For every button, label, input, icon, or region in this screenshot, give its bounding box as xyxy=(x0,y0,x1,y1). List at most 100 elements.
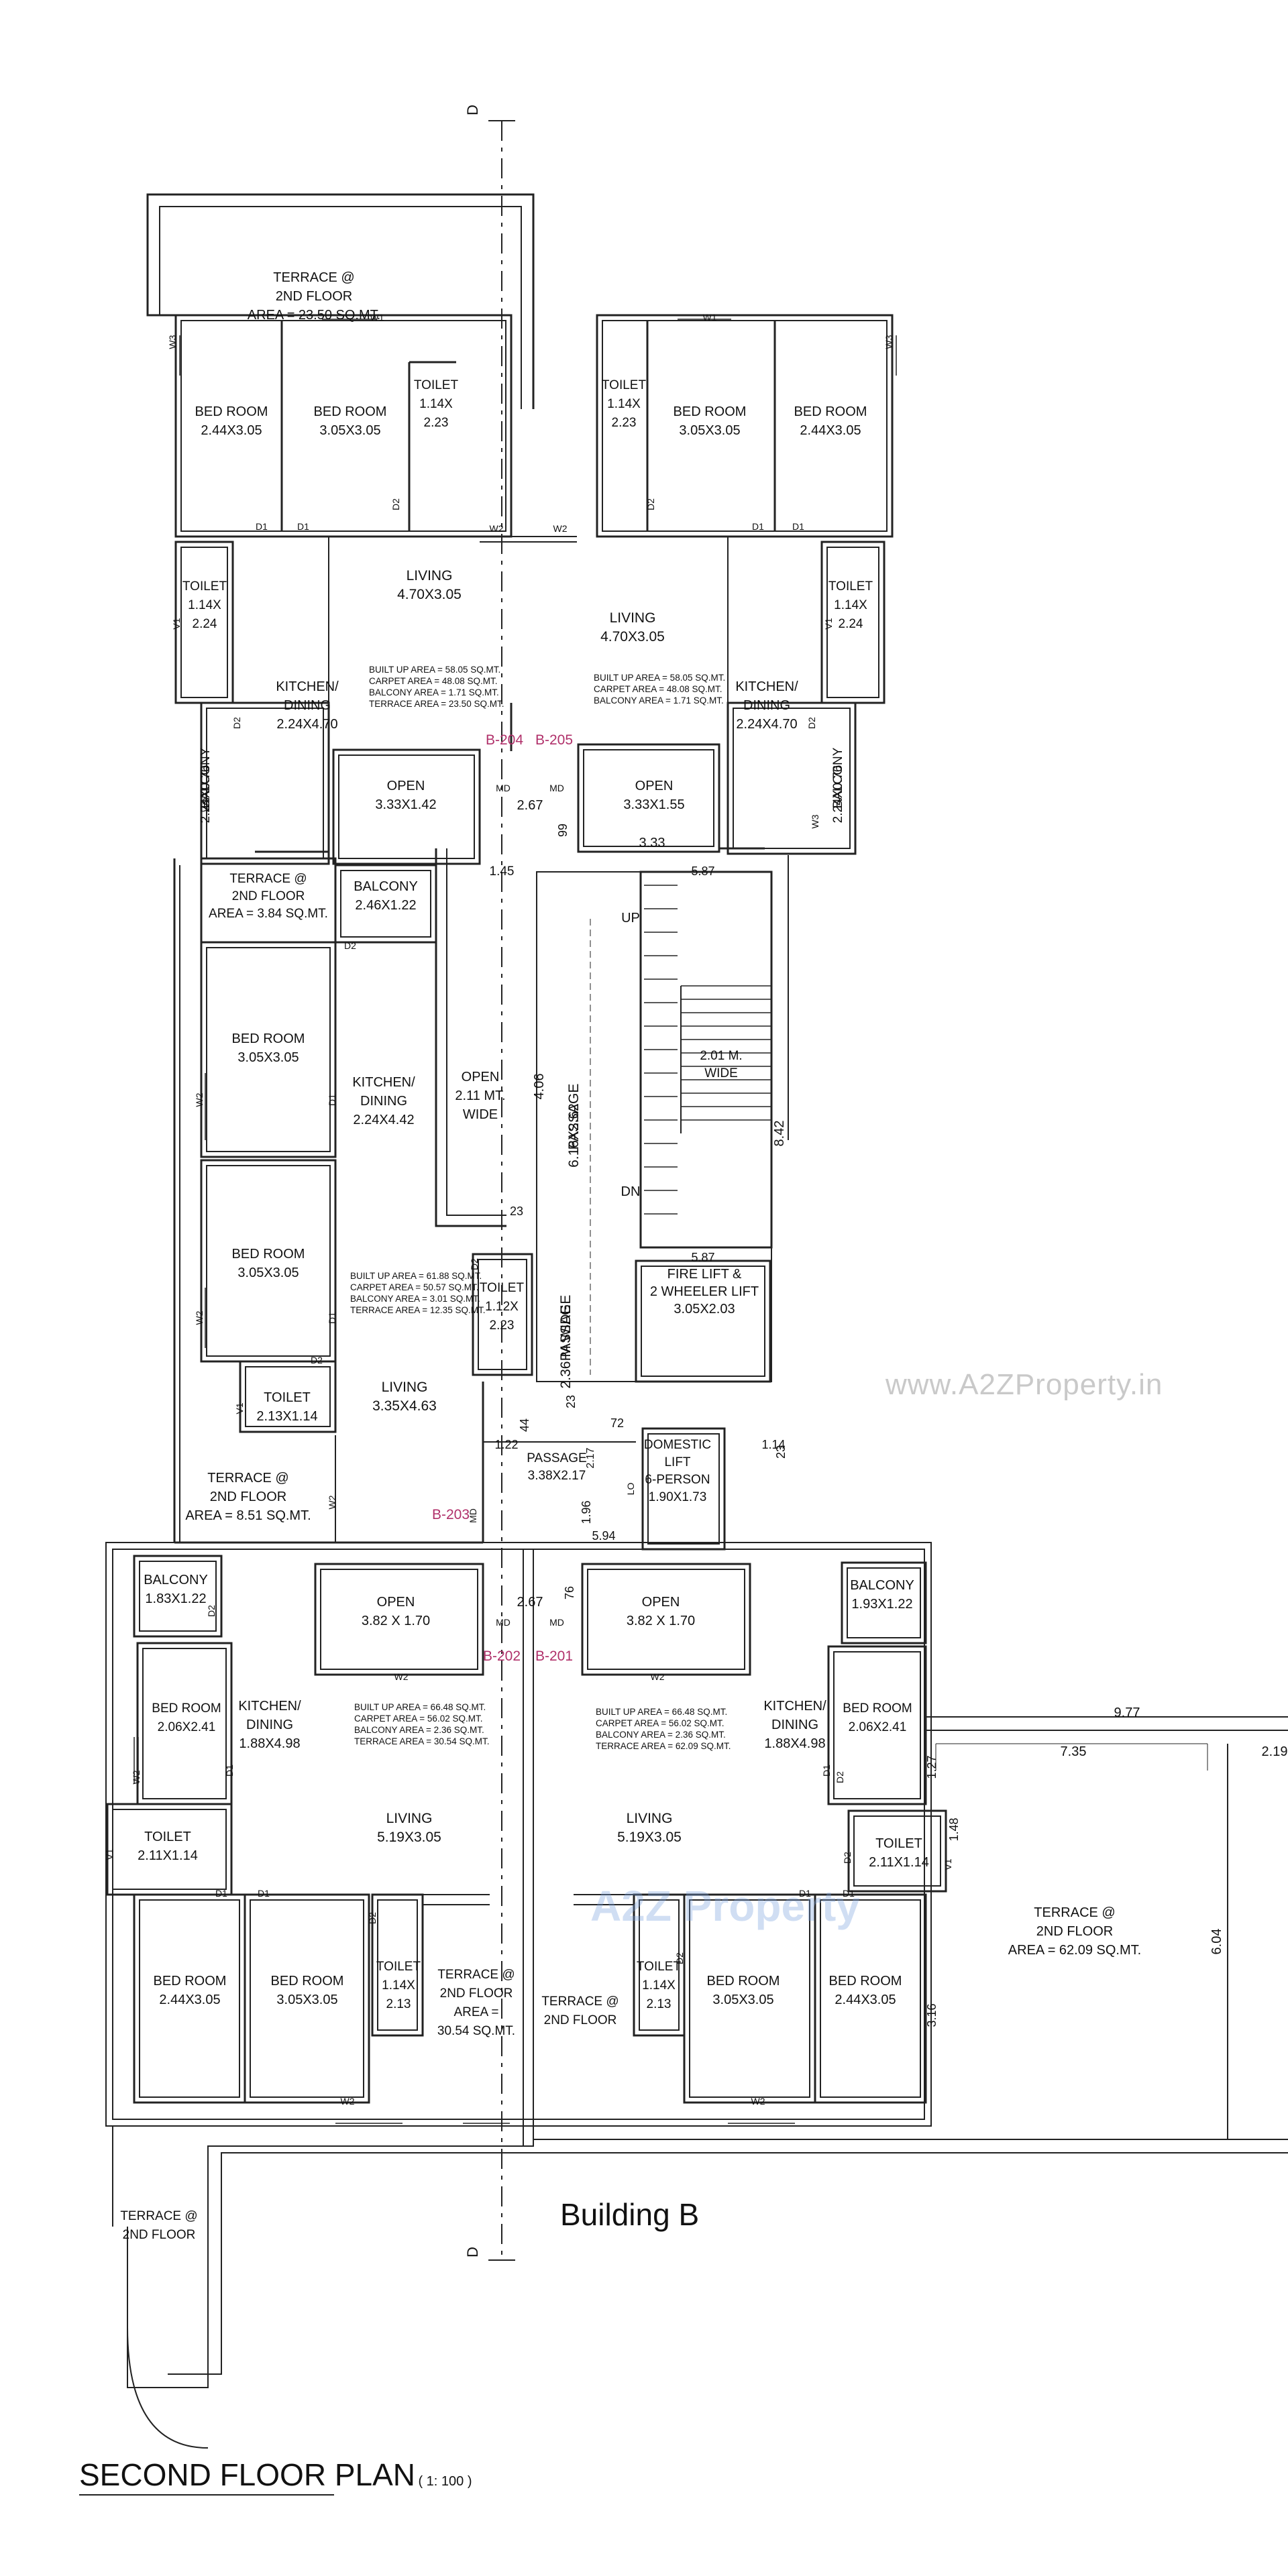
area-table-b202: BALCONY AREA = 2.36 SQ.MT. xyxy=(354,1725,484,1735)
section-line: D D xyxy=(464,105,515,2261)
tag-d1: D1 xyxy=(215,1888,227,1899)
room-b203_balcony: 2.46X1.22 xyxy=(355,898,416,913)
room-b204_toilet1: TOILET xyxy=(414,378,459,392)
room-b203_toilet: 2.13X1.14 xyxy=(256,1409,317,1424)
room-fire_lift: 3.05X2.03 xyxy=(674,1302,735,1317)
area-table-b201: CARPET AREA = 56.02 SQ.MT. xyxy=(596,1718,724,1728)
room-terrace_top: 2ND FLOOR xyxy=(276,289,352,304)
dimension-d219: 2.19 xyxy=(1262,1744,1288,1759)
dimension-d977: 9.77 xyxy=(1114,1705,1140,1720)
room-b201_balcony: BALCONY xyxy=(850,1578,914,1593)
area-table-b204: CARPET AREA = 48.08 SQ.MT. xyxy=(369,676,497,686)
room-b201_open: 3.82 X 1.70 xyxy=(627,1614,695,1628)
tag-w2: W2 xyxy=(131,1770,142,1784)
tag-w1: W1 xyxy=(370,312,384,323)
room-b202_toilet1: 2.11X1.14 xyxy=(138,1848,198,1863)
room-terrace_mid: AREA = 3.84 SQ.MT. xyxy=(209,907,328,921)
area-table-b202: TERRACE AREA = 30.54 SQ.MT. xyxy=(354,1736,489,1746)
area-table-b201: BUILT UP AREA = 66.48 SQ.MT. xyxy=(596,1707,727,1717)
room-passage_main: 6.16X2.62 xyxy=(566,1103,582,1168)
room-b204_toilet1: 2.23 xyxy=(424,416,449,430)
room-b202_bed1: BED ROOM xyxy=(152,1701,221,1716)
room-b203_bed2: 3.05X3.05 xyxy=(237,1266,299,1280)
room-b203_kitchen: DINING xyxy=(360,1094,407,1109)
dimension-d587a: 5.87 xyxy=(691,864,714,878)
room-b201_kitchen: 1.88X4.98 xyxy=(764,1736,825,1751)
room-b202_toilet2: 1.14X xyxy=(382,1978,415,1993)
area-table-b203: TERRACE AREA = 12.35 SQ.MT. xyxy=(350,1305,485,1315)
dimension-d267a: 2.67 xyxy=(517,798,543,813)
room-b203_living: 3.35X4.63 xyxy=(372,1398,437,1414)
tag-w2: W2 xyxy=(394,1671,409,1682)
room-b203_kitchen: KITCHEN/ xyxy=(352,1075,415,1090)
plan-scale: ( 1: 100 ) xyxy=(418,2474,472,2489)
tag-md: MD xyxy=(496,1617,511,1628)
tag-d1: D1 xyxy=(792,521,804,532)
room-domestic_lift: DOMESTIC xyxy=(644,1438,711,1452)
room-b201_toilet1: TOILET xyxy=(875,1836,922,1851)
room-passage_wide: 2.36 M WIDE xyxy=(558,1305,574,1389)
unit-b202-walls xyxy=(105,1542,932,2146)
room-passage_main: PASSAGE xyxy=(566,1084,582,1150)
room-b201_bed2: BED ROOM xyxy=(707,1974,780,1989)
dimension-d114: 1.14 xyxy=(761,1438,785,1451)
tag-v1: V1 xyxy=(943,1858,953,1870)
dimension-d044: 44 xyxy=(518,1418,531,1432)
dimension-d076: 76 xyxy=(563,1586,576,1600)
tag-v1: V1 xyxy=(234,1402,245,1414)
room-b202_toilet1: TOILET xyxy=(144,1830,191,1844)
room-open_shaft: OPEN xyxy=(462,1070,500,1084)
room-b201_living: 5.19X3.05 xyxy=(617,1830,682,1845)
room-b201_living: LIVING xyxy=(627,1811,673,1826)
stair-dn-label: DN xyxy=(621,1184,641,1199)
tag-d1: D1 xyxy=(843,1888,855,1899)
dimension-d072: 72 xyxy=(610,1416,624,1430)
tag-md: MD xyxy=(468,1508,478,1523)
dimension-d316: 3.16 xyxy=(925,2003,938,2027)
room-b204_living: LIVING xyxy=(407,568,453,583)
core-walls xyxy=(483,871,773,1551)
tag-d1: D1 xyxy=(799,1888,811,1899)
room-passage_small: 3.38X2.17 xyxy=(528,1469,586,1483)
room-b202_open: OPEN xyxy=(377,1595,415,1610)
room-domestic_lift: 6-PERSON xyxy=(645,1473,710,1487)
room-b203_bed2: BED ROOM xyxy=(232,1247,305,1262)
plan-title-text: SECOND FLOOR PLAN xyxy=(79,2457,415,2492)
room-b204_living: 4.70X3.05 xyxy=(397,587,462,602)
room-b203_toilet_small: TOILET xyxy=(480,1281,525,1295)
dimension-d023: 23 xyxy=(510,1205,523,1218)
area-table-b201: BALCONY AREA = 2.36 SQ.MT. xyxy=(596,1730,726,1740)
tag-d2: D2 xyxy=(806,717,817,729)
room-terrace_b202: 2ND FLOOR xyxy=(440,1986,513,2001)
room-b202_bed1: 2.06X2.41 xyxy=(158,1720,216,1734)
room-b204_open: OPEN xyxy=(387,779,425,793)
area-table-b204: TERRACE AREA = 23.50 SQ.MT. xyxy=(369,699,504,709)
dimension-d148: 1.48 xyxy=(947,1817,961,1841)
room-terrace_top: AREA = 23.50 SQ.MT. xyxy=(248,308,380,323)
room-b205_bed1: 3.05X3.05 xyxy=(679,423,740,438)
area-table-b203: BUILT UP AREA = 61.88 SQ.MT. xyxy=(350,1271,482,1281)
tag-d1: D1 xyxy=(297,521,309,532)
room-open_shaft: 2.11 MT. xyxy=(455,1088,505,1103)
dimension-d099: 99 xyxy=(556,824,570,837)
room-terrace_mid: 2ND FLOOR xyxy=(232,889,305,903)
tag-d1: D1 xyxy=(327,1312,337,1324)
room-b205_toilet1: 2.23 xyxy=(612,416,637,430)
room-b203_kitchen: 2.24X4.42 xyxy=(353,1113,414,1127)
terrace-bottom-outline xyxy=(112,2126,1288,2449)
tag-v1: V1 xyxy=(823,618,834,629)
dimension-d023c: 23 xyxy=(774,1445,788,1459)
room-b201_toilet1: 2.11X1.14 xyxy=(869,1855,929,1870)
tag-d1: D1 xyxy=(752,521,764,532)
room-b201_toilet2: 2.13 xyxy=(647,1997,672,2011)
room-terrace_left: TERRACE @ xyxy=(207,1471,288,1486)
tag-w2: W2 xyxy=(490,523,504,534)
room-b201_bed3: 2.44X3.05 xyxy=(835,1993,896,2007)
window-marks xyxy=(133,315,897,2124)
tag-d2: D2 xyxy=(469,1258,480,1270)
room-b202_toilet2: 2.13 xyxy=(386,1997,411,2011)
tag-v1: V1 xyxy=(171,618,182,629)
tag-w2: W2 xyxy=(341,2096,355,2107)
dimension-d122: 1.22 xyxy=(494,1438,518,1451)
